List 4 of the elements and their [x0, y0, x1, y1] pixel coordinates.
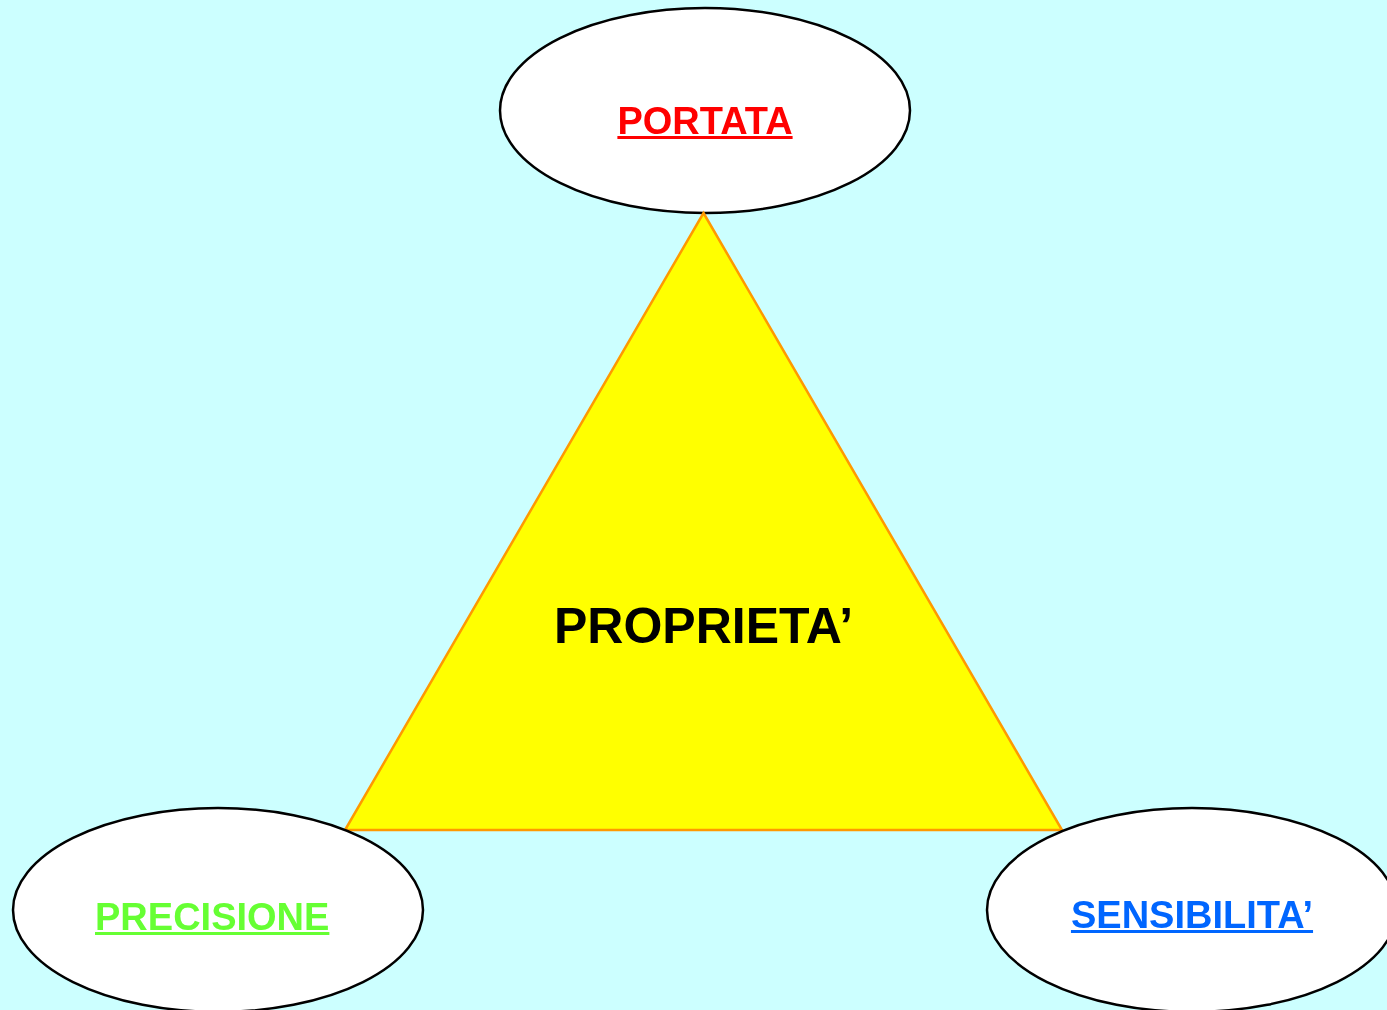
property-label: PRECISIONE	[95, 896, 331, 940]
center-label: PROPRIETA’	[552, 598, 855, 656]
property-label: PORTATA	[616, 100, 794, 144]
property-label: SENSIBILITA’	[1069, 894, 1315, 938]
